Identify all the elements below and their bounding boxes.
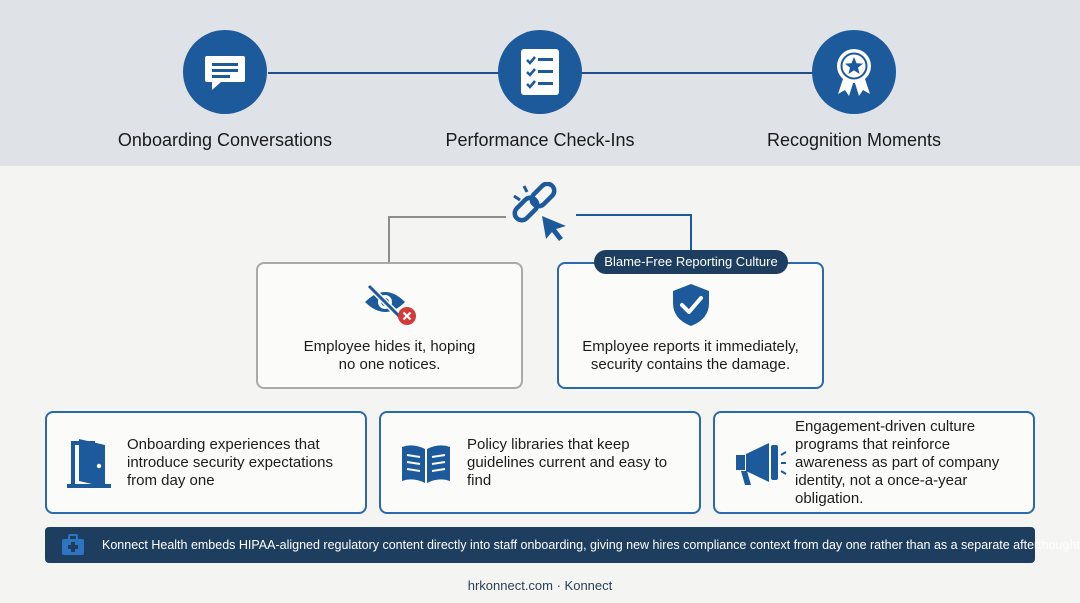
- card-onboarding-experiences: Onboarding experiences that introduce se…: [45, 411, 367, 514]
- stage-circle: [498, 30, 582, 114]
- card-policy-libraries: Policy libraries that keep guidelines cu…: [379, 411, 701, 514]
- award-ribbon-icon: [837, 49, 871, 96]
- outcome-report-box: Employee reports it immediately, securit…: [557, 262, 824, 389]
- connector-line-right: [690, 214, 692, 251]
- connector-line-left: [389, 216, 506, 218]
- hidden-eye-icon: [364, 283, 416, 325]
- connector-line-right: [576, 214, 692, 216]
- open-book-icon: [402, 445, 450, 483]
- stage-recognition-moments: Recognition Moments: [704, 30, 1004, 151]
- broken-link-cursor-icon: [512, 182, 566, 241]
- stage-circle: [183, 30, 267, 114]
- chat-bubble-icon: [205, 56, 245, 90]
- stage-onboarding-conversations: Onboarding Conversations: [75, 30, 375, 151]
- note-text: Konnect Health embeds HIPAA-aligned regu…: [102, 538, 1080, 552]
- megaphone-icon: [736, 443, 787, 485]
- stage-performance-check-ins: Performance Check-Ins: [390, 30, 690, 151]
- card-text: Onboarding experiences that introduce se…: [127, 435, 333, 489]
- blame-free-badge: Blame-Free Reporting Culture: [594, 250, 788, 274]
- card-engagement-culture: Engagement-driven culture programs that …: [713, 411, 1035, 514]
- stage-label: Performance Check-Ins: [445, 130, 635, 150]
- stage-connector-line: [268, 72, 501, 74]
- footer-credit: hrkonnect.com · Konnect: [467, 578, 613, 593]
- card-text: Engagement-driven culture programs that …: [795, 417, 1000, 507]
- outcome-report-text: Employee reports it immediately, securit…: [582, 338, 799, 373]
- stage-circle: [812, 30, 896, 114]
- konnect-health-note: Konnect Health embeds HIPAA-aligned regu…: [45, 527, 1080, 563]
- stage-label: Recognition Moments: [766, 130, 942, 150]
- card-text: Policy libraries that keep guidelines cu…: [467, 435, 668, 489]
- stage-label: Onboarding Conversations: [117, 130, 333, 150]
- stage-connector-line: [582, 72, 815, 74]
- outcome-hide-box: Employee hides it, hoping no one notices…: [256, 262, 523, 389]
- door-icon: [67, 439, 111, 488]
- shield-check-icon: [672, 284, 709, 326]
- medical-kit-icon: [62, 534, 84, 555]
- checklist-icon: [521, 49, 559, 95]
- connector-line-left: [388, 216, 390, 263]
- outcome-hide-text: Employee hides it, hoping no one notices…: [303, 338, 476, 373]
